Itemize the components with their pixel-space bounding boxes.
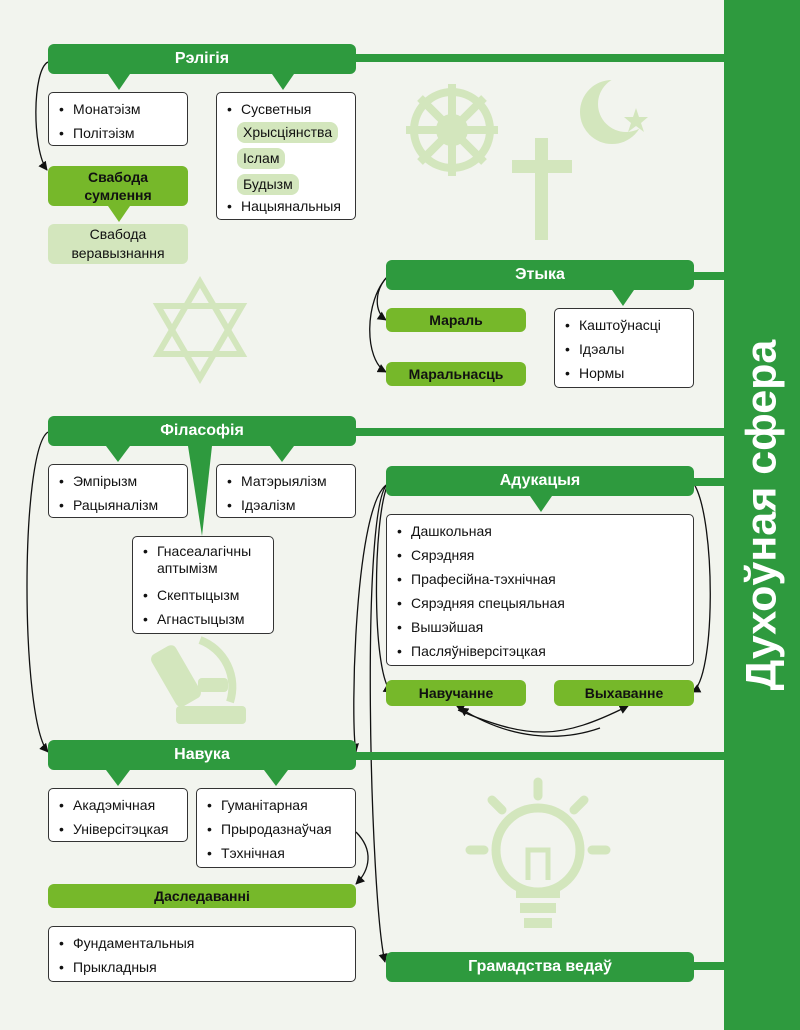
- list-item: Дашкольная: [397, 523, 492, 540]
- list-item: Прыродазнаўчая: [207, 821, 332, 838]
- teaching-label: Навучанне: [386, 680, 526, 706]
- moral-label: Мараль: [386, 308, 526, 332]
- list-item: Эмпірызм: [59, 473, 137, 490]
- list-item: Нормы: [565, 365, 624, 382]
- knowledge-society-connector: [694, 962, 724, 970]
- list-item: Сусветныя: [227, 101, 311, 118]
- header-pointers: [106, 74, 634, 786]
- religion-header: Рэлігія: [48, 44, 356, 74]
- list-item: Гуманітарная: [207, 797, 308, 814]
- religion-connector: [356, 54, 724, 62]
- list-item: Універсітэцкая: [59, 821, 169, 838]
- freedom-of-religion-label: Свабода веравызнання: [48, 224, 188, 264]
- world-religion-badge: Іслам: [237, 148, 286, 169]
- science-group1-box: Акадэмічная Універсітэцкая: [48, 788, 188, 842]
- philosophy-group1-box: Эмпірызм Рацыяналізм: [48, 464, 188, 518]
- list-item: Гнасеалагічны аптымізм: [143, 543, 267, 577]
- list-item: Рацыяналізм: [59, 497, 158, 514]
- upbringing-label: Выхаванне: [554, 680, 694, 706]
- sidebar: Духоўная сфера: [724, 0, 800, 1030]
- dharma-wheel-icon: [406, 84, 498, 176]
- microscope-icon: [151, 636, 246, 724]
- education-header: Адукацыя: [386, 466, 694, 496]
- ethics-items-box: Каштоўнасці Ідэалы Нормы: [554, 308, 694, 388]
- cross-icon: [512, 138, 572, 240]
- religion-types-box: Монатэізм Політэізм: [48, 92, 188, 146]
- research-types-box: Фундаментальныя Прыкладныя: [48, 926, 356, 982]
- world-religion-badge: Хрысціянства: [237, 122, 339, 143]
- ethics-header: Этыка: [386, 260, 694, 290]
- list-item: Акадэмічная: [59, 797, 155, 814]
- freedom-of-conscience-label: Свабода сумлення: [48, 166, 188, 206]
- crescent-star-icon: [580, 76, 654, 144]
- list-item: Матэрыялізм: [227, 473, 327, 490]
- religion-world-box: Сусветныя Хрысціянства Іслам Будызм Нацы…: [216, 92, 356, 220]
- philosophy-header: Філасофія: [48, 416, 356, 446]
- education-connector: [694, 478, 724, 486]
- list-item: Нацыянальныя: [227, 198, 341, 215]
- research-label: Даследаванні: [48, 884, 356, 908]
- list-item: Скептыцызм: [143, 587, 239, 604]
- philosophy-connector: [356, 428, 724, 436]
- morality-label: Маральнасць: [386, 362, 526, 386]
- knowledge-society-header: Грамадства ведаў: [386, 952, 694, 982]
- list-item: Прафесійна-тэхнічная: [397, 571, 556, 588]
- science-group2-box: Гуманітарная Прыродазнаўчая Тэхнічная: [196, 788, 356, 868]
- list-item: Пасляўніверсітэцкая: [397, 643, 546, 660]
- philosophy-group2-box: Матэрыялізм Ідэалізм: [216, 464, 356, 518]
- list-item: Прыкладныя: [59, 959, 157, 976]
- label-pointers: [108, 206, 130, 222]
- list-item: Монатэізм: [59, 101, 140, 118]
- list-item: Каштоўнасці: [565, 317, 661, 334]
- list-item: Фундаментальныя: [59, 935, 194, 952]
- list-item: Ідэалізм: [227, 497, 296, 514]
- list-item: Сярэдняя спецыяльная: [397, 595, 565, 612]
- list-item: Вышэйшая: [397, 619, 483, 636]
- lightbulb-icon: [465, 777, 611, 928]
- ethics-connector: [694, 272, 724, 280]
- sidebar-title: Духоўная сфера: [737, 339, 786, 691]
- star-of-david-icon: [152, 276, 248, 384]
- list-item: Політэізм: [59, 125, 134, 142]
- science-header: Навука: [48, 740, 356, 770]
- list-item: Агнастыцызм: [143, 611, 244, 628]
- list-item: Тэхнічная: [207, 845, 285, 862]
- philosophy-group3-box: Гнасеалагічны аптымізм Скептыцызм Агнаст…: [132, 536, 274, 634]
- list-item: Ідэалы: [565, 341, 625, 358]
- education-levels-box: Дашкольная Сярэдняя Прафесійна-тэхнічная…: [386, 514, 694, 666]
- world-religion-badge: Будызм: [237, 174, 299, 195]
- science-connector: [356, 752, 724, 760]
- list-item: Сярэдняя: [397, 547, 474, 564]
